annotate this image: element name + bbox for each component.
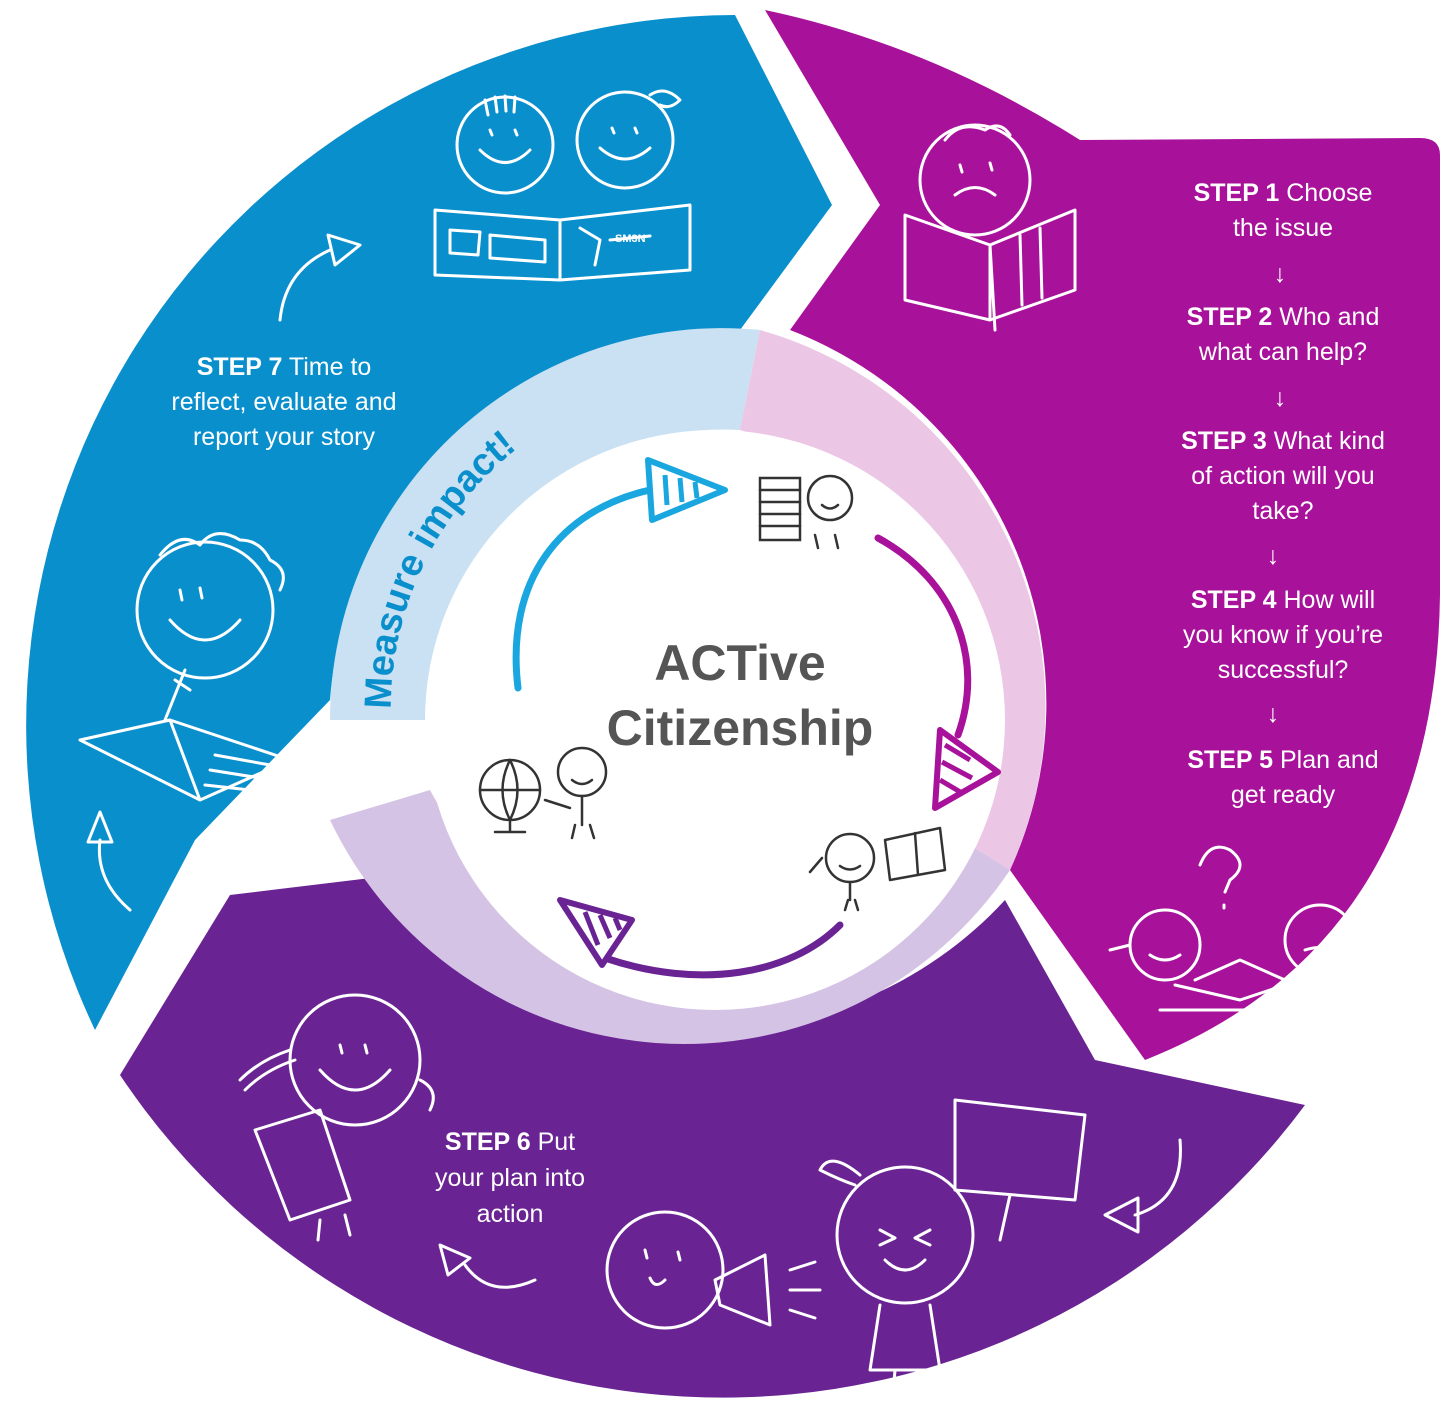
- center-title-line2: Citizenship: [607, 700, 874, 756]
- arrow-step1-to-2: ↓: [1274, 260, 1287, 288]
- curved-arrow-step6-icon: [438, 1243, 537, 1289]
- doodle-kid-megaphone-icon: [605, 1210, 822, 1330]
- step7-line3: report your story: [193, 423, 376, 451]
- curved-arrow-purple-icon: [1103, 1138, 1182, 1234]
- doodle-kid-with-globe-icon: [478, 746, 608, 840]
- doodle-two-kids-reading-icon: [433, 89, 692, 282]
- step7-line1: STEP 7 Time to: [197, 353, 372, 381]
- step6-line2: your plan into: [435, 1164, 585, 1192]
- step5-line1: STEP 5 Plan and: [1187, 746, 1378, 774]
- center-title-line1: ACTive: [654, 635, 825, 691]
- step4-line3: successful?: [1218, 656, 1349, 684]
- step5-line2: get ready: [1231, 781, 1336, 809]
- step7-block: STEP 7 Time to reflect, evaluate and rep…: [171, 353, 396, 451]
- step2-line2: what can help?: [1198, 338, 1367, 366]
- doodle-two-kids-thinking-icon: [1108, 845, 1362, 1012]
- steps-planning-panel: STEP 1 Choose the issue ↓ STEP 2 Who and…: [1181, 179, 1385, 809]
- doodle-kid-with-books-icon: [758, 474, 854, 550]
- step4-line2: you know if you’re: [1183, 621, 1383, 649]
- ring-measure-light: [330, 328, 760, 720]
- step4-line1: STEP 4 How will: [1191, 586, 1375, 614]
- step6-line1: STEP 6 Put: [445, 1128, 575, 1156]
- cycle-arrow-blue: [512, 457, 728, 692]
- step6-block: STEP 6 Put your plan into action: [435, 1128, 585, 1228]
- segment-get-planning: [765, 10, 1440, 1060]
- step7-line2: reflect, evaluate and: [171, 388, 396, 416]
- cycle-arrow-magenta: [874, 534, 1001, 811]
- step6-line3: action: [477, 1200, 544, 1228]
- arrow-step2-to-3: ↓: [1274, 384, 1287, 412]
- step3-line2: of action will you: [1191, 462, 1374, 490]
- cycle-arrow-purple: [557, 897, 844, 979]
- doodle-kid-reading-icon: [808, 826, 947, 912]
- step1-line1: STEP 1 Choose: [1194, 179, 1373, 207]
- arrow-step3-to-4: ↓: [1267, 542, 1280, 570]
- arrow-step4-to-5: ↓: [1267, 700, 1280, 728]
- segment-take-action: [120, 875, 1305, 1398]
- step3-line3: take?: [1252, 497, 1313, 525]
- curved-arrow-up-blue-icon: [278, 233, 362, 322]
- step2-line1: STEP 2 Who and: [1187, 303, 1380, 331]
- book-news-label: SM3N: [615, 233, 646, 245]
- doodle-kid-writing-icon: [78, 532, 292, 802]
- segment-measure-impact: [26, 15, 833, 1030]
- doodle-girl-with-sign-icon: [818, 1098, 1087, 1397]
- curved-arrow-left-blue-icon: [86, 810, 132, 912]
- doodle-girl-waving-icon: [238, 993, 435, 1242]
- doodle-kid-reading-book-icon: [903, 123, 1077, 332]
- step3-line1: STEP 3 What kind: [1181, 427, 1385, 455]
- step1-line2: the issue: [1233, 214, 1333, 242]
